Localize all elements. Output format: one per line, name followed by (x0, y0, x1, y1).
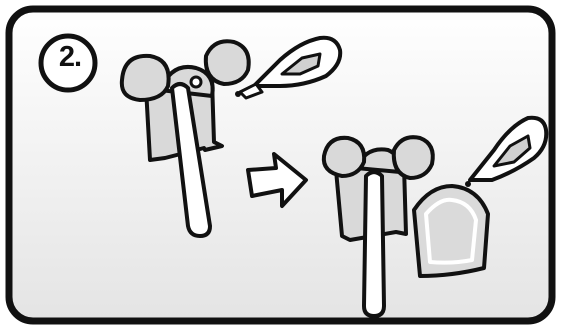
glue-dot (191, 77, 201, 87)
foam-ear-icon (324, 138, 364, 176)
step-number: 2. (48, 43, 92, 72)
foam-ear-icon (206, 41, 249, 84)
popsicle-stick-icon (364, 172, 384, 316)
foam-ear-icon (394, 137, 433, 178)
shield-piece-icon (414, 186, 488, 276)
foam-ear-icon (122, 56, 169, 100)
